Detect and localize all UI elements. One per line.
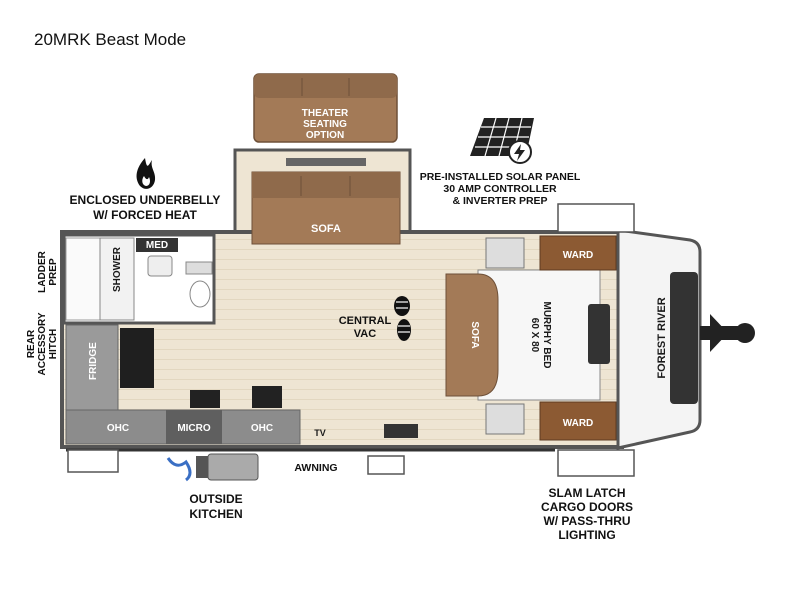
ladder-prep-label-1: LADDER	[37, 250, 48, 292]
ward-top-label: WARD	[563, 250, 594, 261]
cargo-door-top	[557, 203, 635, 233]
central-vac-label-1: CENTRAL	[339, 315, 392, 327]
outside-kitchen	[166, 453, 259, 482]
ohc-right-label: OHC	[251, 423, 273, 434]
cargo-doors-label-4: LIGHTING	[558, 528, 615, 542]
cargo-doors-label-1: SLAM LATCH	[548, 486, 625, 500]
solar-label-3: & INVERTER PREP	[452, 195, 547, 207]
theater-label-2: SEATING	[303, 119, 347, 130]
sofa-front-label: SOFA	[469, 321, 480, 348]
solar-panel-icon	[470, 117, 534, 164]
fridge: FRIDGE	[65, 324, 154, 411]
cargo-doors-label-2: CARGO DOORS	[541, 500, 633, 514]
cargo-doors-label-3: W/ PASS-THRU	[543, 514, 630, 528]
solar-label-1: PRE-INSTALLED SOLAR PANEL	[420, 171, 581, 183]
sofa-front: SOFA	[445, 273, 499, 397]
fridge-label: FRIDGE	[88, 342, 99, 380]
entry-steps	[367, 455, 405, 475]
solar-label-2: 30 AMP CONTROLLER	[443, 183, 557, 195]
ohc-left-label: OHC	[107, 423, 129, 434]
ladder-prep-label-2: PREP	[48, 258, 59, 286]
ward-bottom-label: WARD	[563, 418, 594, 429]
underbelly-label-1: ENCLOSED UNDERBELLY	[70, 193, 221, 207]
sofa-top-label: SOFA	[311, 223, 341, 235]
med-cabinet-label: MED	[146, 240, 168, 251]
wardrobe-top: WARD	[485, 235, 617, 271]
cargo-door-bottom	[557, 449, 635, 477]
outside-kitchen-label-1: OUTSIDE	[189, 492, 242, 506]
boot-print-icon	[394, 296, 411, 341]
wardrobe-bottom: WARD	[485, 401, 617, 441]
brand-logo-text: FOREST RIVER	[656, 297, 668, 378]
murphy-bed-label-1: 60 X 80	[529, 318, 540, 353]
tv-label: TV	[314, 428, 326, 438]
theater-label-3: OPTION	[306, 130, 344, 141]
floorplan-title: 20MRK Beast Mode	[34, 30, 187, 49]
shower-label: SHOWER	[112, 246, 123, 292]
kitchen-counter: OHC MICRO OHC	[65, 386, 301, 445]
bedroom: 60 X 80 MURPHY BED	[477, 269, 610, 401]
central-vac-label-2: VAC	[354, 328, 376, 340]
micro-label: MICRO	[177, 423, 211, 434]
rear-hitch-label-1: REAR	[26, 329, 37, 358]
sofa-top: SOFA	[251, 171, 401, 245]
bathroom: SHOWER MED	[62, 233, 216, 325]
window-top	[286, 158, 366, 166]
outside-kitchen-label-2: KITCHEN	[189, 507, 242, 521]
rear-hitch-label-2: ACCESSORY	[37, 312, 48, 375]
awning-label: AWNING	[294, 462, 337, 474]
underbelly-label-2: W/ FORCED HEAT	[93, 208, 197, 222]
murphy-bed-label-2: MURPHY BED	[541, 301, 552, 368]
theater-label-1: THEATER	[302, 108, 349, 119]
entry-step	[384, 424, 418, 438]
flame-icon	[136, 158, 156, 189]
rear-hitch-label-3: HITCH	[48, 329, 59, 360]
theater-seating-option: THEATER SEATING OPTION	[253, 73, 398, 143]
